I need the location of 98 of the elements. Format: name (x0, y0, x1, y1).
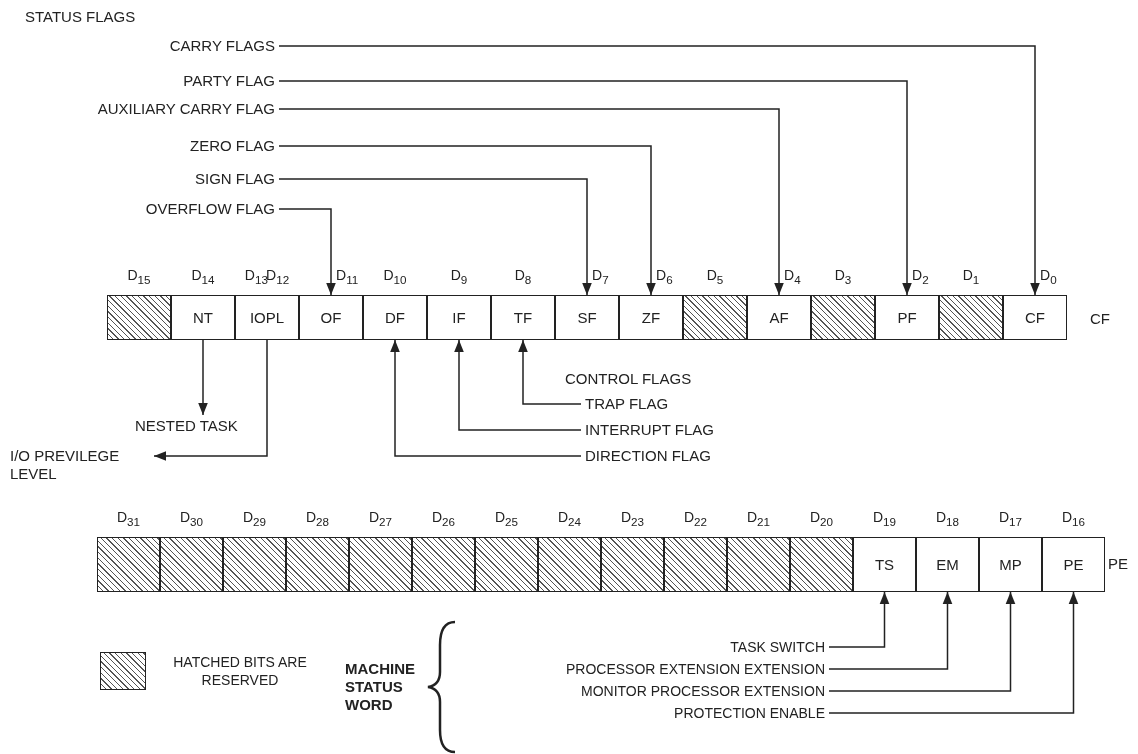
flag-name: PROTECTION ENABLE (674, 704, 825, 722)
flag-name: PARTY FLAG (183, 72, 275, 90)
flag-name: TASK SWITCH (730, 638, 825, 656)
flag-name: OVERFLOW FLAG (145, 200, 275, 218)
leader-arrow (198, 339, 208, 416)
legend-text: HATCHED BITS ARE RESERVED (172, 653, 308, 689)
hatched-cell (790, 537, 853, 592)
bit-number: D$_{24}$ (557, 509, 582, 528)
flag-cell: AF (747, 295, 811, 340)
flag-name: NESTED TASK (135, 417, 238, 435)
flag-name: AUXILIARY CARRY FLAG (97, 100, 275, 118)
leader-arrow (278, 178, 592, 296)
leader-arrow (390, 339, 582, 457)
flag-cell: IF (427, 295, 491, 340)
bit-number: D$_{30}$ (179, 509, 204, 528)
flag-name: MONITOR PROCESSOR EXTENSION (581, 682, 825, 700)
bit-number: D$_{29}$ (242, 509, 267, 528)
flag-name: DIRECTION FLAG (585, 447, 711, 465)
flag-cell: EM (916, 537, 979, 592)
bit-number: D$_{11}$ (336, 267, 359, 286)
leader-arrow (828, 591, 890, 648)
bit-number: D$_{16}$ (1061, 509, 1086, 528)
bit-number: D$_{17}$ (998, 509, 1023, 528)
caption-text: CF (1090, 310, 1110, 328)
hatched-cell (811, 295, 875, 340)
caption-text: CONTROL FLAGS (565, 370, 692, 388)
hatched-cell (939, 295, 1003, 340)
leader-arrow (518, 339, 582, 405)
flag-name: I/O PREVILEGE LEVEL (10, 447, 150, 483)
bit-number: D$_{9}$ (450, 267, 468, 286)
hatched-cell (286, 537, 349, 592)
flag-cell: TF (491, 295, 555, 340)
flag-cell: MP (979, 537, 1042, 592)
bit-number: D$_{4}$ (784, 267, 801, 286)
bit-number: D$_{6}$ (656, 267, 673, 286)
bit-number: D$_{10}$ (383, 267, 407, 286)
flag-cell: TS (853, 537, 916, 592)
hatched-cell (727, 537, 790, 592)
flag-cell: DF (363, 295, 427, 340)
leader-arrow (828, 591, 1079, 714)
leader-arrow (828, 591, 953, 670)
bit-number: D$_{8}$ (514, 267, 532, 286)
flag-name: TRAP FLAG (585, 395, 669, 413)
flag-cell: ZF (619, 295, 683, 340)
bit-number: D$_{18}$ (935, 509, 960, 528)
bit-number: D$_{26}$ (431, 509, 456, 528)
flag-name: ZERO FLAG (190, 137, 275, 155)
leader-arrow (278, 108, 784, 296)
bit-number: D$_{5}$ (706, 267, 724, 286)
bit-number: D$_{13}$ (244, 267, 268, 286)
bit-number: D$_{23}$ (620, 509, 645, 528)
flag-name: CARRY FLAGS (169, 37, 275, 55)
bit-number: D$_{15}$ (127, 267, 151, 286)
bit-number: D$_{0}$ (1040, 267, 1057, 286)
group-title: MACHINE STATUS WORD (345, 660, 416, 714)
bit-number: D$_{19}$ (872, 509, 897, 528)
hatched-cell (601, 537, 664, 592)
leader-arrow (828, 591, 1016, 692)
bit-number: D$_{27}$ (368, 509, 393, 528)
hatched-cell (160, 537, 223, 592)
hatched-cell (223, 537, 286, 592)
flag-cell: SF (555, 295, 619, 340)
bit-number: D$_{25}$ (494, 509, 519, 528)
leader-arrow (454, 339, 582, 431)
flag-name: PROCESSOR EXTENSION EXTENSION (565, 660, 825, 678)
hatched-cell (97, 537, 160, 592)
bit-number: D$_{7}$ (592, 267, 609, 286)
hatched-cell (664, 537, 727, 592)
hatched-cell (475, 537, 538, 592)
flag-name: SIGN FLAG (194, 170, 275, 188)
hatched-cell (538, 537, 601, 592)
leader-arrow (278, 145, 656, 296)
bit-number: D$_{21}$ (746, 509, 771, 528)
flag-cell: PF (875, 295, 939, 340)
flag-cell: PE (1042, 537, 1105, 592)
flag-cell: OF (299, 295, 363, 340)
hatched-cell (349, 537, 412, 592)
caption-text: STATUS FLAGS (25, 8, 136, 26)
bit-number: D$_{20}$ (809, 509, 834, 528)
bit-number: D$_{28}$ (305, 509, 330, 528)
flag-name: INTERRUPT FLAG (585, 421, 714, 439)
leader-arrow (278, 208, 336, 296)
flag-cell: CF (1003, 295, 1067, 340)
hatched-cell (107, 295, 171, 340)
bit-number: D$_{22}$ (683, 509, 708, 528)
bit-number: D$_{14}$ (191, 267, 215, 286)
bit-number: D$_{1}$ (962, 267, 980, 286)
flag-cell: IOPL (235, 295, 299, 340)
leader-arrow (278, 80, 912, 296)
hatched-cell (412, 537, 475, 592)
bit-number: D$_{3}$ (834, 267, 852, 286)
leader-arrow (278, 45, 1040, 296)
bit-number: D$_{31}$ (116, 509, 141, 528)
hatched-cell (683, 295, 747, 340)
bit-number: D$_{2}$ (912, 267, 929, 286)
flag-cell: NT (171, 295, 235, 340)
caption-text: PE (1108, 555, 1128, 573)
leader-arrow (153, 339, 268, 461)
